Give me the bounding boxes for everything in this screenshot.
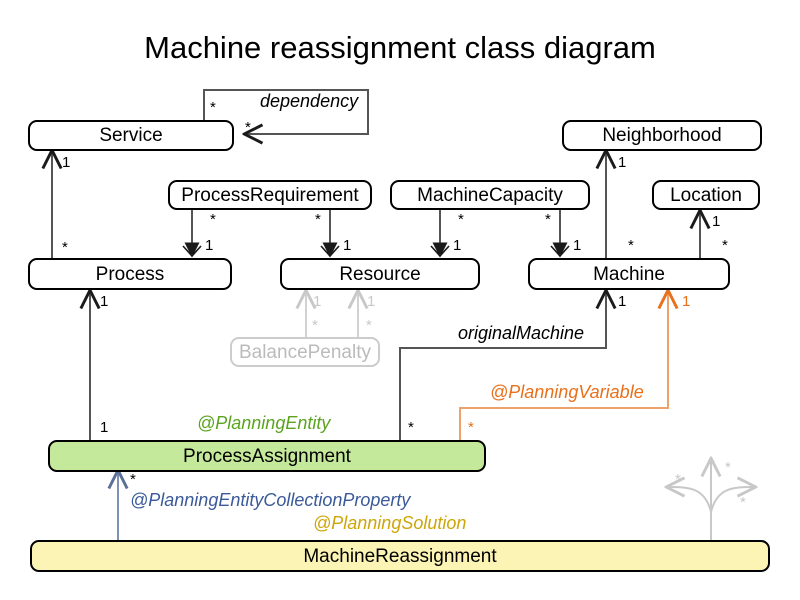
multiplicity-originalmachine-one: 1 [618,293,627,310]
annotation-planning-solution: @PlanningSolution [313,513,467,533]
class-box-service[interactable]: Service [28,120,234,151]
multiplicity-dependency-source: * [210,99,216,116]
multiplicity-balancepenalty-resource-one-b: 1 [367,293,376,310]
multiplicity-machinecapacity-machine-one: 1 [573,237,582,254]
multiplicity-service-process-one: 1 [62,154,71,171]
multiplicity-machinecapacity-machine-many: * [545,211,551,228]
annotation-planning-variable: @PlanningVariable [490,382,644,402]
multiplicity-balancepenalty-resource-many-b: * [366,317,372,334]
multiplicity-balancepenalty-resource-one-a: 1 [313,293,322,310]
edge-processrequirement-resource [320,209,340,258]
role-label-dependency: dependency [260,91,359,111]
class-box-process-requirement[interactable]: ProcessRequirement [168,180,372,210]
multiplicity-processrequirement-resource-one: 1 [343,237,352,254]
multiplicity-neighborhood-many: * [628,237,634,254]
multiplicity-solution-fan-right: * [740,494,746,511]
multiplicity-machinecapacity-resource-one: 1 [453,237,462,254]
multiplicity-processrequirement-resource-many: * [315,211,321,228]
class-box-process[interactable]: Process [28,258,232,290]
multiplicity-balancepenalty-resource-many-a: * [312,317,318,334]
edge-processassignment-planningvariable [459,292,668,440]
class-box-location[interactable]: Location [652,180,760,210]
class-box-process-assignment[interactable]: ProcessAssignment [48,440,486,472]
multiplicity-dependency-target: * [245,119,251,136]
class-box-machine-reassignment[interactable]: MachineReassignment [30,540,770,572]
multiplicity-processrequirement-process-many: * [210,211,216,228]
multiplicity-planningvariable-many: * [468,419,474,436]
multiplicity-location-many: * [722,237,728,254]
multiplicity-processrequirement-process-one: 1 [205,237,214,254]
multiplicity-collection-property-many: * [130,471,136,488]
class-box-resource[interactable]: Resource [280,258,480,290]
annotation-planning-entity-collection-property: @PlanningEntityCollectionProperty [130,490,411,510]
role-label-original-machine: originalMachine [458,323,585,343]
multiplicity-service-process-many: * [62,239,68,256]
edge-machinecapacity-machine [550,209,570,258]
multiplicity-location-one: 1 [712,213,721,230]
multiplicity-neighborhood-one: 1 [618,154,627,171]
class-box-machine[interactable]: Machine [528,258,730,290]
multiplicity-solution-fan-left: * [675,471,681,488]
class-box-balance-penalty[interactable]: BalancePenalty [230,337,380,367]
multiplicity-processassignment-process-bottom: 1 [100,419,109,436]
edge-machinecapacity-resource [430,209,450,258]
edge-processrequirement-process [182,209,202,258]
multiplicity-originalmachine-many: * [408,419,414,436]
page-title: Machine reassignment class diagram [144,30,656,65]
edge-processassignment-originalmachine [399,292,606,440]
multiplicity-solution-fan-up: * [725,459,731,476]
multiplicity-machinecapacity-resource-many: * [458,211,464,228]
multiplicity-processassignment-process-top: 1 [100,293,109,310]
class-box-neighborhood[interactable]: Neighborhood [562,120,762,151]
multiplicity-planningvariable-one: 1 [682,293,691,310]
annotation-planning-entity: @PlanningEntity [197,413,331,433]
class-box-machine-capacity[interactable]: MachineCapacity [390,180,590,210]
